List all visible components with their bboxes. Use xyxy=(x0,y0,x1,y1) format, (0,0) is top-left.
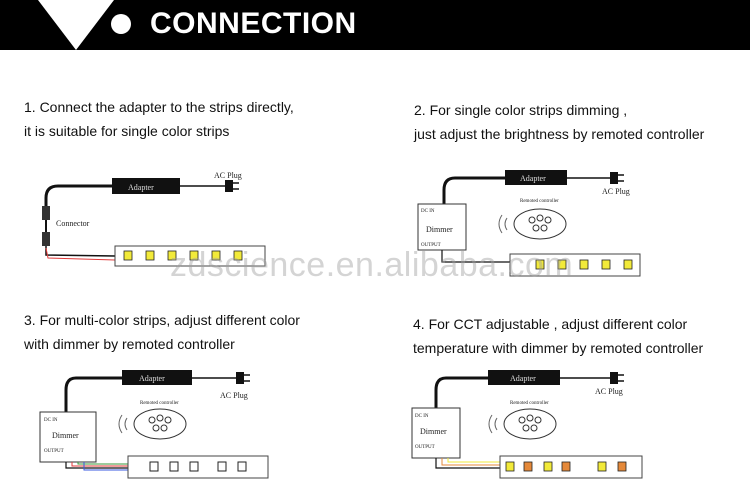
watermark-text: zdscience.en.alibaba.com xyxy=(170,246,574,284)
dimmer-label: Dimmer xyxy=(420,427,447,436)
dimmer-box-icon xyxy=(39,411,97,463)
adapter-label: Adapter xyxy=(520,174,546,183)
controller-label: Remoted controller xyxy=(510,401,549,406)
dimmer-label: Dimmer xyxy=(52,431,79,440)
caption-line: 2. For single color strips dimming , xyxy=(414,102,628,118)
caption-line: 3. For multi-color strips, adjust differ… xyxy=(24,312,300,328)
caption-line: with dimmer by remoted controller xyxy=(24,336,235,352)
adapter-label: Adapter xyxy=(139,374,165,383)
connector-label: Connector xyxy=(56,219,90,228)
header-notch-shape xyxy=(38,0,114,50)
output-label: OUTPUT xyxy=(44,449,64,454)
page-title: CONNECTION xyxy=(150,7,357,40)
adapter-label: Adapter xyxy=(128,183,154,192)
dc-in-label: DC IN xyxy=(421,209,435,214)
caption-section-4: 4. For CCT adjustable , adjust different… xyxy=(413,312,703,360)
dc-in-label: DC IN xyxy=(415,414,429,419)
caption-line: 1. Connect the adapter to the strips dir… xyxy=(24,99,294,115)
diagram-multi-color: Adapter AC Plug DC IN Dimmer OUTPUT Remo… xyxy=(39,370,269,479)
caption-section-3: 3. For multi-color strips, adjust differ… xyxy=(24,308,300,356)
led-strip-icon xyxy=(499,455,643,479)
remote-controller-icon xyxy=(503,408,557,440)
ac-plug-label: AC Plug xyxy=(214,171,242,180)
adapter-box-icon xyxy=(122,370,192,385)
connector-icon xyxy=(42,206,50,220)
led-strip-icon xyxy=(509,253,641,277)
caption-line: 4. For CCT adjustable , adjust different… xyxy=(413,316,688,332)
diagram-single-color-dimming: Adapter AC Plug DC IN Dimmer OUTPUT Remo… xyxy=(417,170,641,277)
caption-line: temperature with dimmer by remoted contr… xyxy=(413,340,704,356)
diagram-cct-adjustable: Adapter AC Plug DC IN Dimmer OUTPUT Remo… xyxy=(411,370,643,479)
caption-section-1: 1. Connect the adapter to the strips dir… xyxy=(24,95,294,143)
controller-label: Remoted controller xyxy=(140,401,179,406)
caption-line: just adjust the brightness by remoted co… xyxy=(414,126,705,142)
caption-line: it is suitable for single color strips xyxy=(24,123,230,139)
section-header: CONNECTION xyxy=(0,0,750,50)
dimmer-label: Dimmer xyxy=(426,225,453,234)
adapter-box-icon xyxy=(112,178,180,194)
ac-plug-label: AC Plug xyxy=(602,187,630,196)
ac-plug-icon xyxy=(236,372,244,384)
bullet-dot-icon xyxy=(111,14,131,34)
dc-in-label: DC IN xyxy=(44,418,58,423)
adapter-label: Adapter xyxy=(510,374,536,383)
output-label: OUTPUT xyxy=(415,445,435,450)
diagram-direct-connection: Adapter AC Plug Connector xyxy=(42,171,266,267)
output-label: OUTPUT xyxy=(421,243,441,248)
caption-section-2: 2. For single color strips dimming , jus… xyxy=(414,98,704,146)
remote-controller-icon xyxy=(513,208,567,240)
ac-plug-label: AC Plug xyxy=(595,387,623,396)
adapter-box-icon xyxy=(488,370,560,385)
remote-controller-icon xyxy=(133,408,187,440)
ac-plug-icon xyxy=(610,172,618,184)
dimmer-box-icon xyxy=(417,203,467,251)
ac-plug-icon xyxy=(225,180,233,192)
ac-plug-label: AC Plug xyxy=(220,391,248,400)
controller-label: Remoted controller xyxy=(520,199,559,204)
adapter-box-icon xyxy=(505,170,567,185)
ac-plug-icon xyxy=(610,372,618,384)
